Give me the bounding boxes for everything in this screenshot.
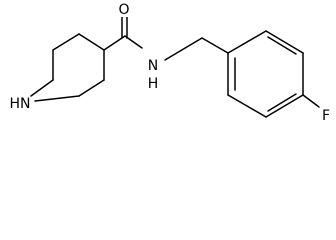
bond — [302, 94, 320, 108]
bond — [164, 37, 203, 61]
atom-label-nh: HN — [8, 96, 32, 112]
bond — [265, 94, 304, 118]
atom-label-f: F — [320, 108, 332, 124]
bond — [78, 33, 105, 51]
atom-label-o: O — [117, 2, 131, 18]
molecule-structure-canvas: HN O N H F — [8, 2, 332, 124]
bond — [52, 33, 80, 51]
atom-label-n: N — [146, 58, 160, 74]
bond — [201, 37, 229, 54]
bond — [227, 94, 267, 118]
bond — [124, 35, 143, 49]
bond — [265, 30, 304, 54]
bond-drawing — [30, 12, 320, 118]
bond — [227, 30, 267, 54]
atom-label-h: H — [146, 76, 160, 92]
bond — [267, 36, 297, 55]
bond — [34, 95, 80, 102]
bond — [78, 79, 105, 97]
bond — [267, 93, 297, 112]
bond — [30, 79, 54, 97]
